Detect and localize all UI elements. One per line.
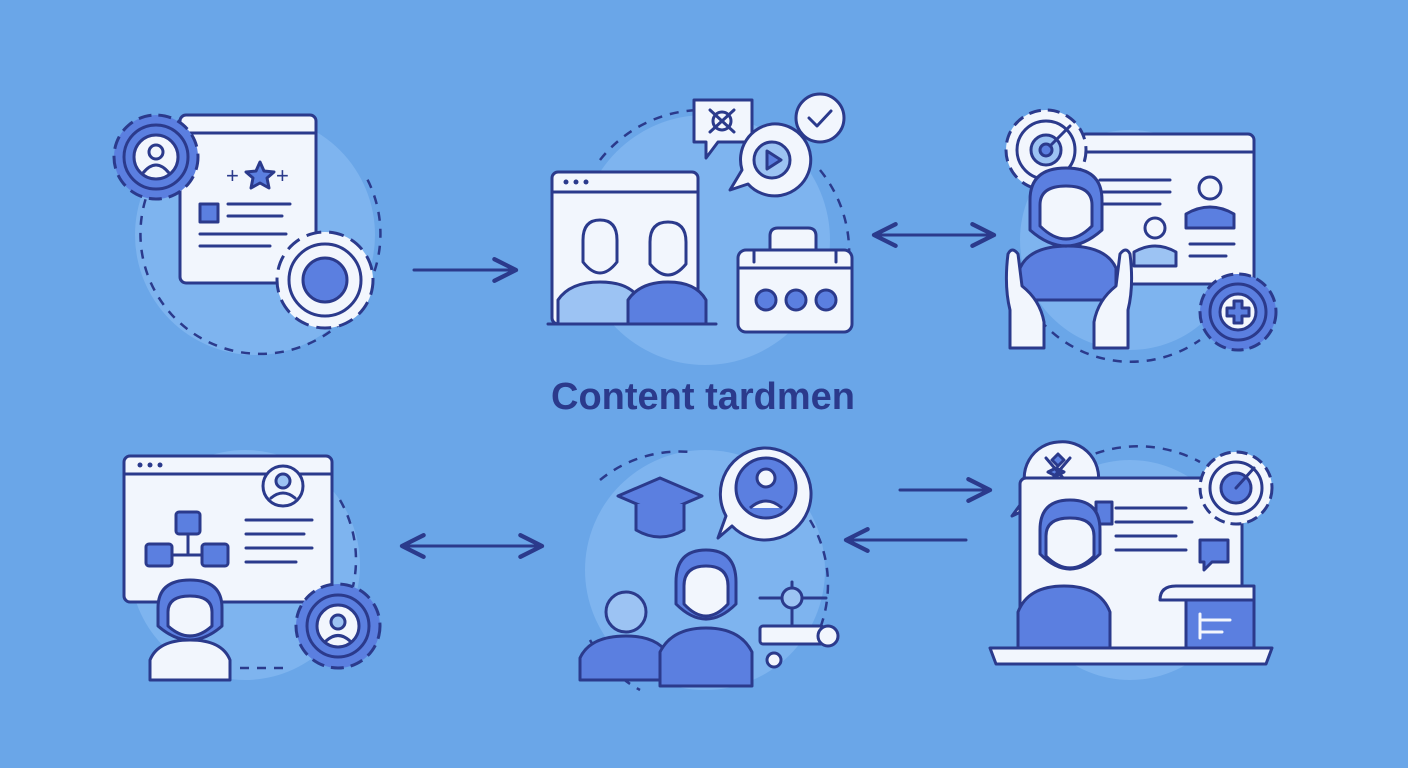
diagram-title: Content tardmen [551, 376, 855, 418]
node-bottom-right [988, 440, 1274, 680]
user-icon [1184, 175, 1236, 230]
node-top-right [1004, 108, 1278, 364]
user-icon [658, 548, 754, 688]
graduation-cap-icon [616, 476, 704, 539]
chat-bubble-icon [716, 446, 813, 542]
user-icon [1018, 166, 1118, 302]
chat-bubble-icon [692, 98, 754, 160]
box-icon [1158, 584, 1256, 650]
flowchart-icon [758, 580, 840, 669]
gear-icon [1198, 450, 1274, 526]
gear-icon [1198, 272, 1278, 352]
gear-icon [112, 113, 200, 201]
node-bottom-center [578, 446, 840, 692]
svg-text:+: + [226, 163, 239, 188]
browser-window-icon: + + [178, 113, 318, 285]
node-bottom-left [122, 450, 382, 682]
check-icon [794, 92, 846, 144]
user-icon [578, 590, 672, 682]
flowchart-icon [144, 510, 230, 568]
star-icon [244, 160, 276, 190]
plus-icon [1225, 299, 1251, 325]
user-icon [1016, 498, 1112, 650]
calendar-icon [736, 226, 854, 334]
user-icon [556, 218, 642, 326]
gear-icon [294, 582, 382, 670]
node-top-left: + + [112, 113, 382, 356]
user-icon [148, 578, 232, 682]
play-icon [728, 122, 813, 198]
svg-text:+: + [276, 163, 289, 188]
user-icon [626, 220, 708, 326]
user-icon [1132, 216, 1178, 268]
gear-icon [275, 230, 375, 330]
hands-icon [1004, 248, 1134, 350]
browser-window-icon [1078, 132, 1256, 286]
user-icon [261, 464, 305, 508]
browser-window-icon [546, 170, 718, 326]
node-top-center [546, 92, 854, 365]
user-icon [141, 143, 171, 174]
gear-icon [1004, 108, 1088, 192]
